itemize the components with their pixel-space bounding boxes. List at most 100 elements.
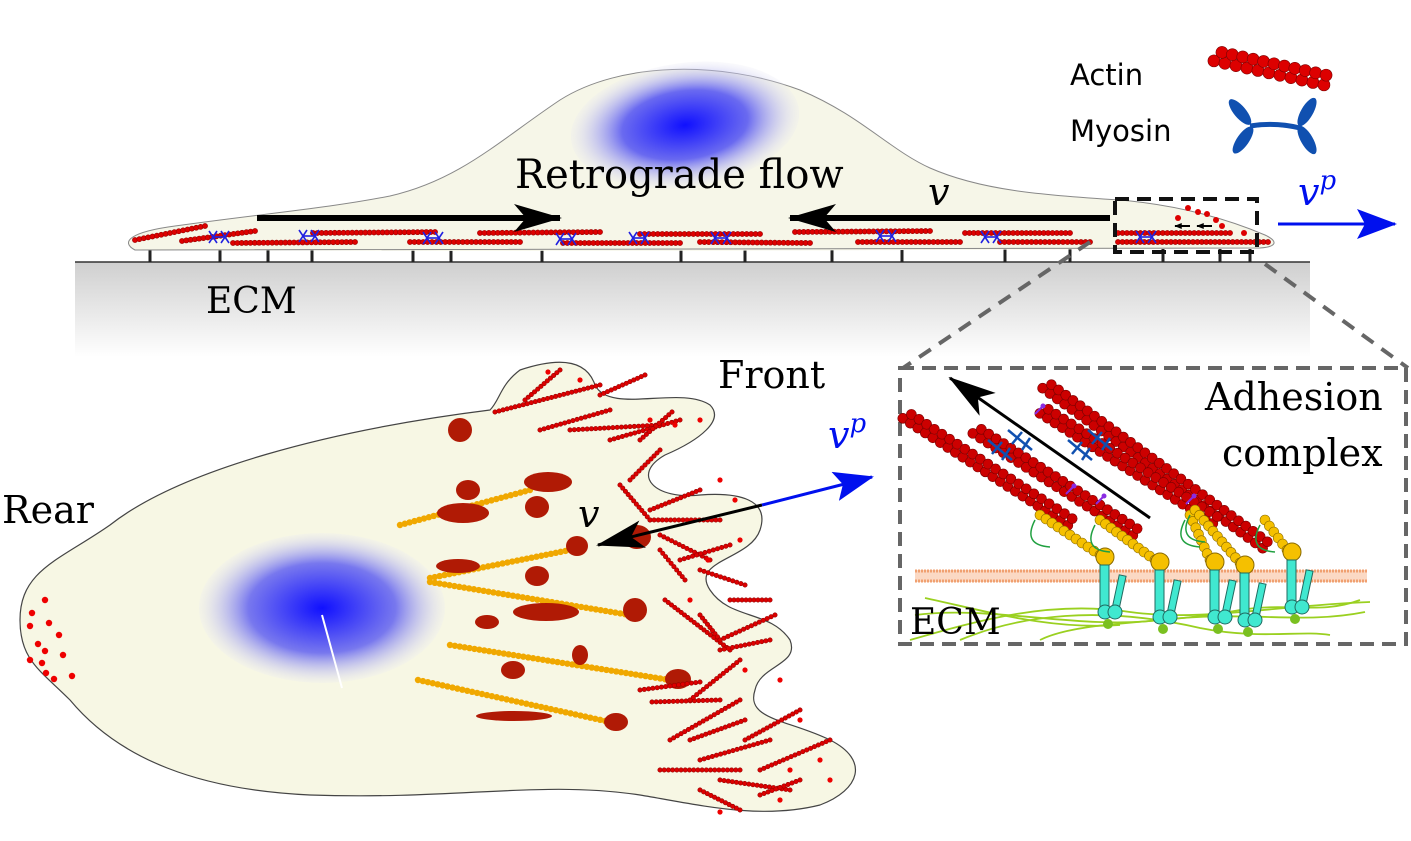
actin-bead xyxy=(921,418,932,430)
actin-bead xyxy=(529,595,536,603)
focal-adhesion xyxy=(475,615,499,629)
actin-bead xyxy=(632,430,638,436)
actin-branch xyxy=(742,707,803,743)
retrograde-flow-label: Retrograde flow xyxy=(515,152,844,198)
actin-bead xyxy=(665,421,671,427)
actin-bead xyxy=(545,425,551,431)
inset-myosin-motors xyxy=(987,403,1197,505)
actin-bead xyxy=(562,709,569,716)
actin-bead xyxy=(528,701,535,708)
actin-bead xyxy=(651,517,657,523)
myosin-head xyxy=(640,231,650,245)
actin-bead xyxy=(657,675,664,682)
myosin-head xyxy=(1071,441,1083,455)
actin-bead xyxy=(1154,457,1165,469)
actin-bead xyxy=(476,646,483,653)
actin-bead xyxy=(682,729,688,735)
inset-actin-filament xyxy=(897,409,1078,531)
actin-bead xyxy=(573,388,579,394)
actin-monomer xyxy=(38,659,46,667)
actin-bead xyxy=(576,427,582,433)
actin-bead xyxy=(657,767,663,773)
actin-bead xyxy=(730,701,736,707)
actin-bead xyxy=(478,499,486,507)
ecm-ligand xyxy=(1290,614,1300,624)
myosin-rod xyxy=(987,439,1013,461)
inset-actin-bundles xyxy=(897,379,1273,554)
actin-monomer xyxy=(777,797,783,803)
actin-bead xyxy=(1236,50,1250,64)
actin-branch xyxy=(687,717,748,743)
actin-bead xyxy=(663,554,669,560)
actin-bead xyxy=(746,743,752,749)
actin-bead xyxy=(742,642,748,648)
actin-bead xyxy=(982,458,994,470)
actin-bead xyxy=(1118,431,1129,443)
actin-monomer xyxy=(737,537,743,543)
actin-bead xyxy=(713,517,719,523)
actin-bead xyxy=(704,697,710,703)
actin-bead xyxy=(1072,485,1084,497)
actin-bead xyxy=(681,612,687,618)
actin-bead xyxy=(1132,442,1144,453)
actin-bead xyxy=(1112,447,1123,459)
actin-bead xyxy=(662,597,668,603)
actin-bead xyxy=(528,554,535,561)
actin-bead xyxy=(470,586,478,593)
actin-bead xyxy=(1182,478,1194,490)
actin-bead xyxy=(666,412,672,418)
actin-bead xyxy=(697,487,703,493)
actin-bead xyxy=(517,489,524,496)
adhesion-unit xyxy=(1030,509,1127,629)
actin-bead xyxy=(603,408,609,414)
actin-bead xyxy=(734,660,740,666)
myosin-head xyxy=(434,231,444,245)
actin-branch xyxy=(492,382,603,415)
actin-bead xyxy=(441,581,448,588)
focal-adhesion xyxy=(566,536,588,556)
actin-bead xyxy=(719,708,725,714)
actin-bead xyxy=(461,644,468,651)
actin-bead xyxy=(691,619,697,625)
side-actin-filament xyxy=(962,230,1073,236)
actin-bead xyxy=(591,412,597,418)
actin-bead xyxy=(659,517,665,523)
actin-bead xyxy=(726,749,732,755)
actin-bead xyxy=(459,686,466,693)
actin-bead xyxy=(473,689,481,697)
actin-bead xyxy=(734,579,740,585)
actin-bead xyxy=(522,397,528,403)
actin-monomer xyxy=(1185,205,1191,211)
actin-branch xyxy=(667,697,743,743)
actin-bead xyxy=(535,386,541,392)
actin-bead xyxy=(517,239,523,245)
actin-bead xyxy=(539,656,547,663)
stress-fiber xyxy=(414,676,614,726)
actin-bead xyxy=(544,395,550,401)
actin-monomer xyxy=(577,377,583,383)
actin-bead xyxy=(436,572,443,580)
actin-monomer xyxy=(787,767,793,773)
actin-branch xyxy=(647,487,703,513)
actin-bead xyxy=(679,574,685,580)
actin-bead xyxy=(707,632,713,638)
actin-bead xyxy=(1046,379,1057,391)
actin-bead xyxy=(738,643,744,649)
actin-bead xyxy=(715,710,721,716)
integrin-talin-units xyxy=(1030,504,1314,637)
integrin-foot xyxy=(1162,609,1178,625)
actin-bead xyxy=(682,577,688,583)
actin-bead xyxy=(1254,531,1266,542)
inset-title-line1: Adhesion xyxy=(1204,375,1383,419)
actin-monomer xyxy=(732,497,738,503)
actin-bead xyxy=(684,681,690,687)
actin-bead xyxy=(521,488,529,495)
actin-bead xyxy=(897,413,909,424)
actin-bead xyxy=(485,648,493,655)
actin-bead xyxy=(431,573,439,581)
actin-bead xyxy=(690,694,696,700)
actin-bead xyxy=(637,687,643,693)
actin-bead xyxy=(633,501,639,507)
actin-branch xyxy=(677,542,733,563)
actin-bead xyxy=(648,456,654,462)
